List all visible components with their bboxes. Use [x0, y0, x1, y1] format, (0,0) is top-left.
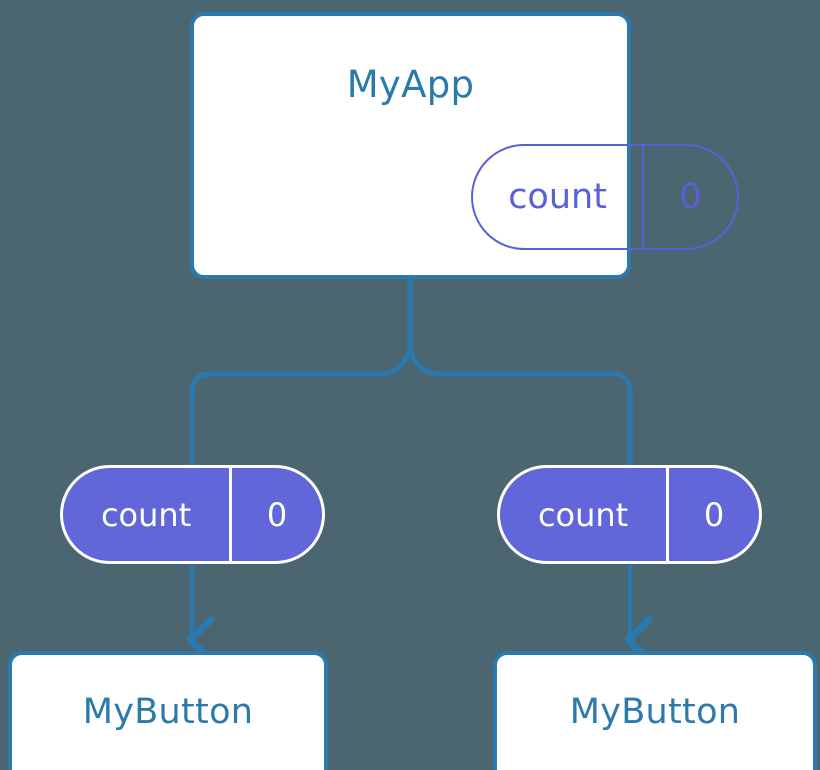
connector-branch-right — [407, 342, 633, 469]
component-title-mybutton-left: MyButton — [82, 692, 254, 732]
prop-pill-count-left[interactable]: count 0 — [60, 465, 325, 564]
prop-pill-key-right: count — [537, 495, 629, 534]
component-box-mybutton-left[interactable]: MyButton — [8, 651, 328, 770]
state-pill-value: 0 — [642, 146, 737, 248]
component-title-myapp: MyApp — [346, 63, 475, 106]
prop-pill-value-right: 0 — [666, 468, 759, 561]
state-pill-count[interactable]: count 0 — [471, 144, 739, 250]
prop-pill-key-left: count — [100, 495, 192, 534]
state-pill-key: count — [508, 177, 607, 217]
prop-pill-count-right[interactable]: count 0 — [497, 465, 762, 564]
component-box-myapp[interactable]: MyApp count 0 — [190, 12, 739, 279]
connector-branch-left — [189, 342, 413, 469]
prop-pill-value-left: 0 — [229, 468, 322, 561]
component-box-mybutton-right[interactable]: MyButton — [493, 651, 817, 770]
component-title-mybutton-right: MyButton — [569, 692, 741, 732]
